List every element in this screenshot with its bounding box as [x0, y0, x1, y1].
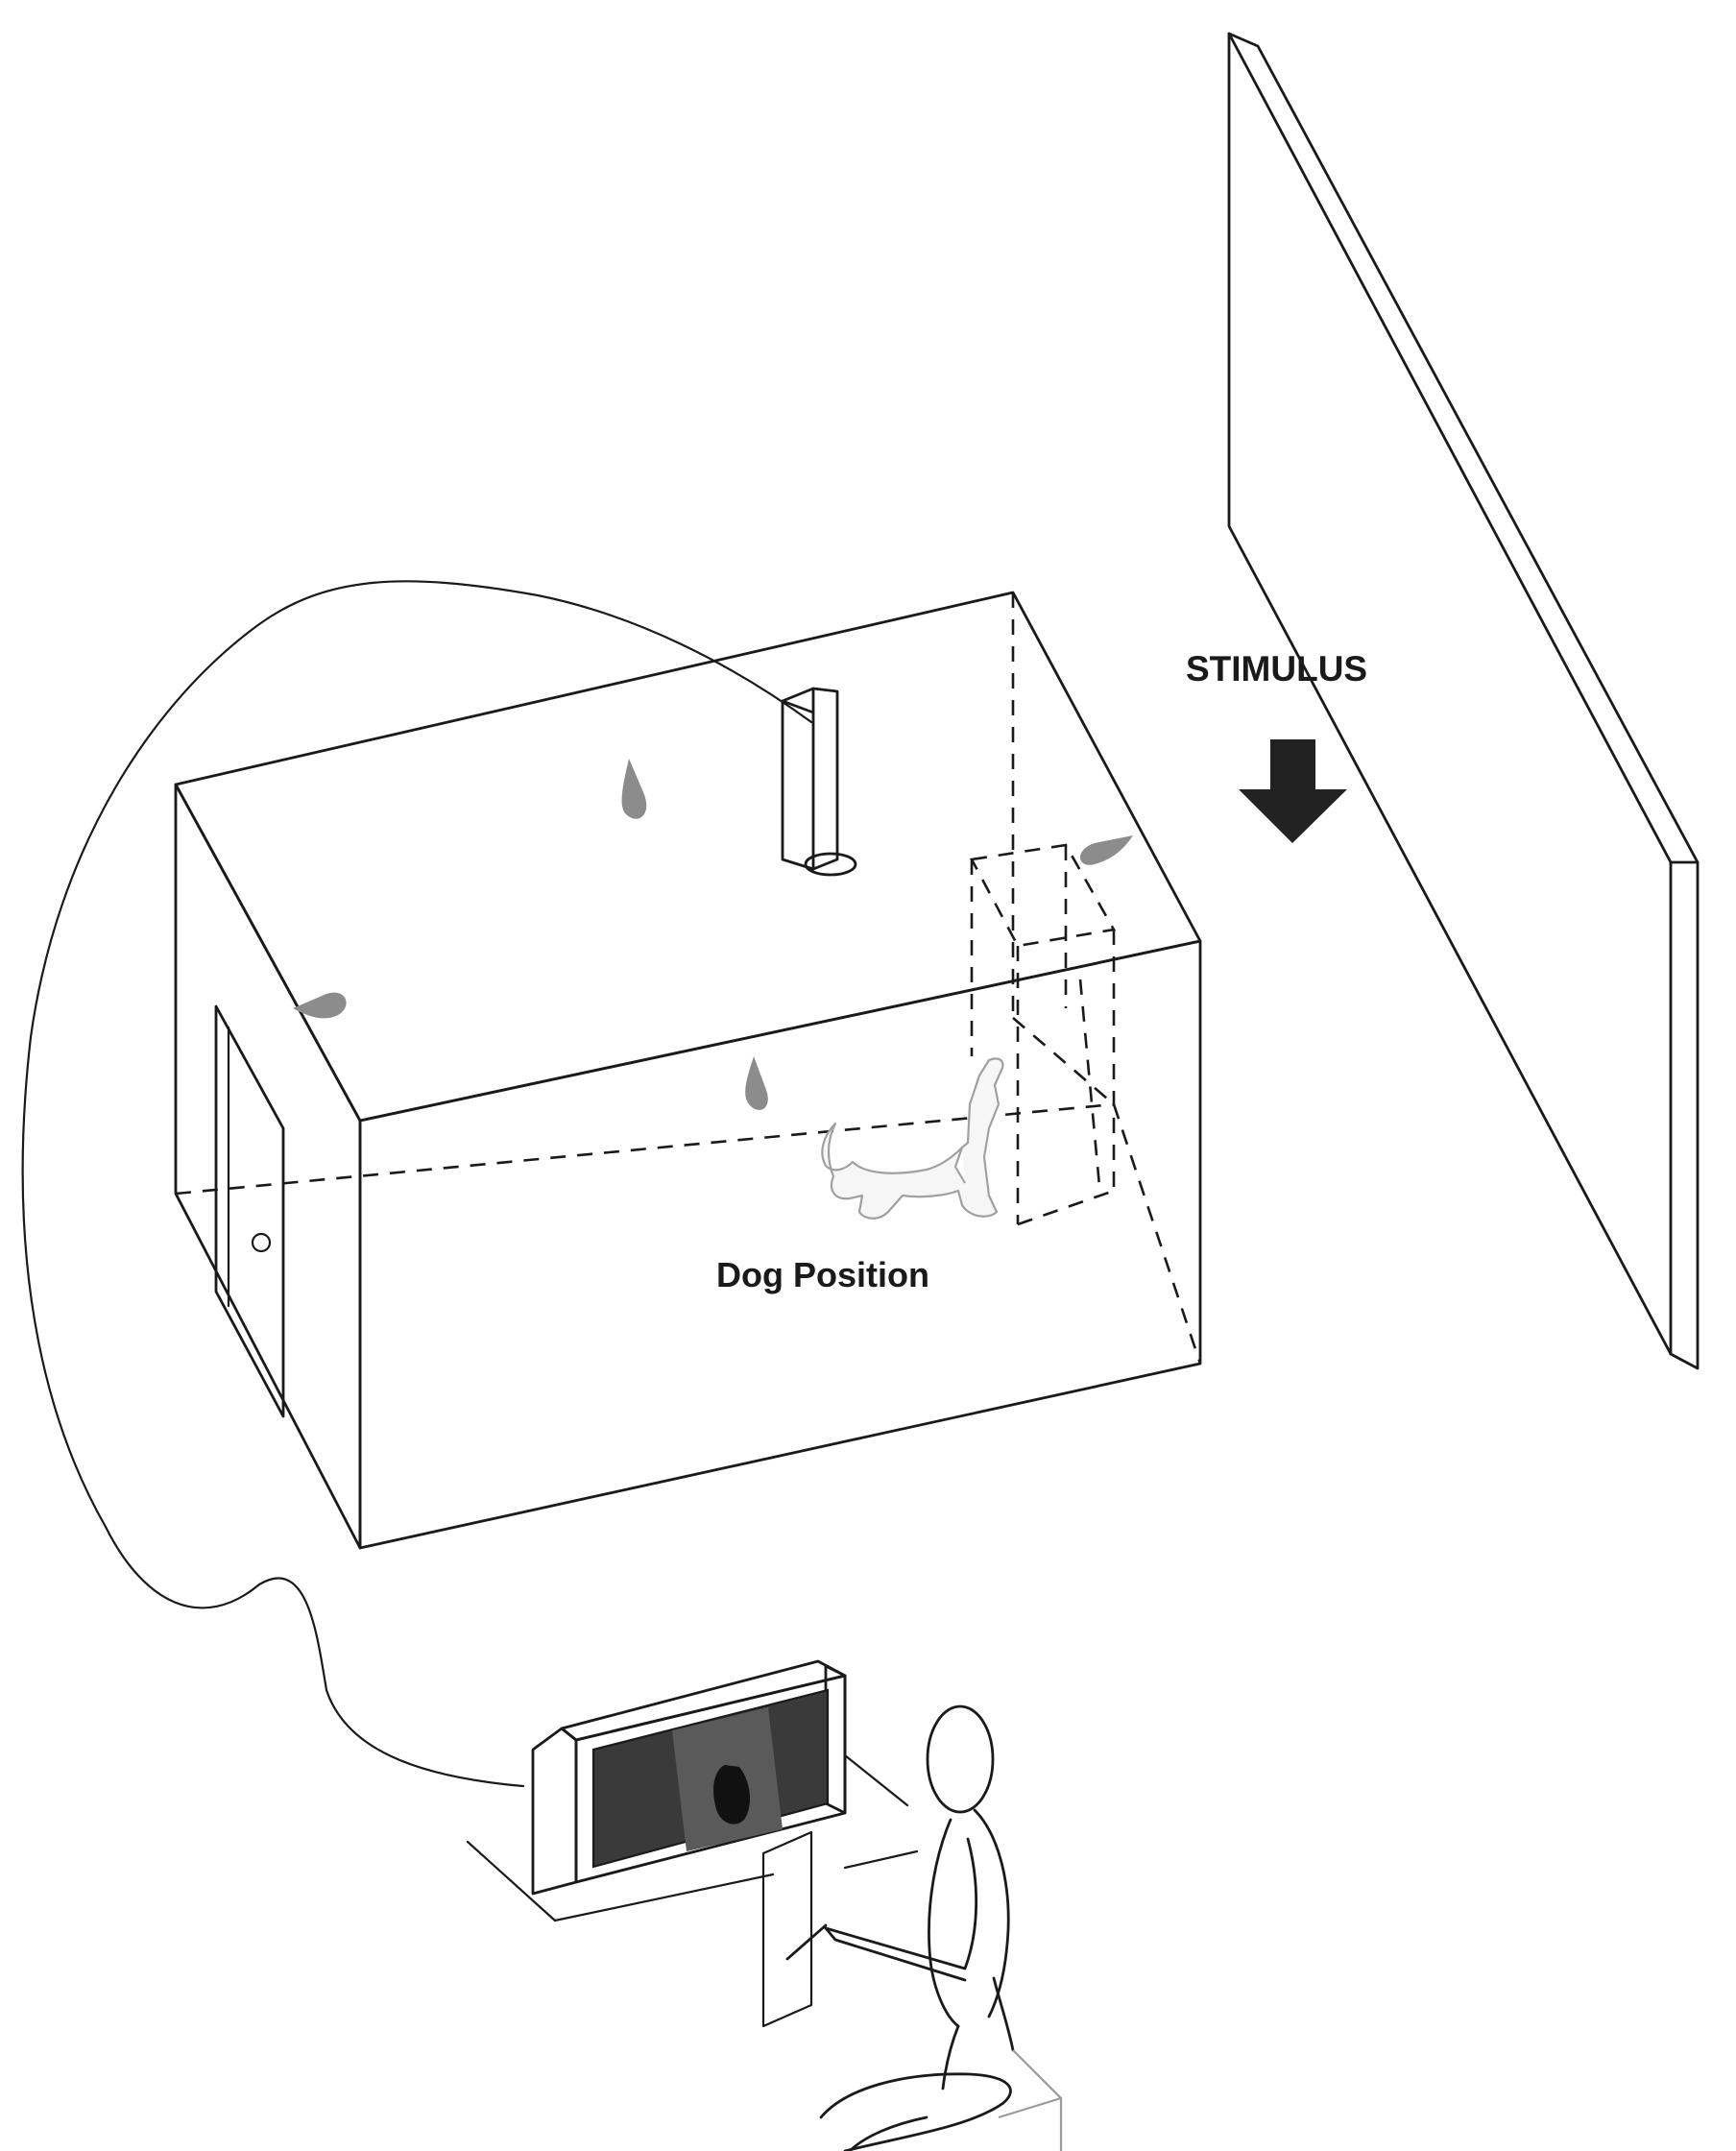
- dog-position-label: Dog Position: [716, 1255, 929, 1294]
- stimulus-arrow-icon: [1239, 739, 1347, 843]
- observer-icon: [819, 1704, 1063, 2151]
- response-panel: [761, 1830, 828, 2028]
- stimulus-panel: [1227, 32, 1700, 1370]
- stimulus-label: STIMULUS: [1186, 649, 1367, 689]
- lamp-icon: [293, 992, 347, 1019]
- door-knob: [251, 1232, 272, 1253]
- dog-enclosure: [969, 843, 1117, 1226]
- lamp-icon: [1079, 835, 1133, 865]
- lamp-icon: [745, 1056, 768, 1110]
- box-door: [214, 1004, 285, 1418]
- camera-cable: [21, 580, 813, 1788]
- lamp-icon: [621, 759, 647, 819]
- dog-silhouette-icon: [821, 1057, 1004, 1220]
- observation-box: [174, 591, 1202, 1550]
- monitor-icon: [531, 1659, 847, 1896]
- camera-icon: [781, 687, 857, 877]
- desk: [466, 1753, 919, 1922]
